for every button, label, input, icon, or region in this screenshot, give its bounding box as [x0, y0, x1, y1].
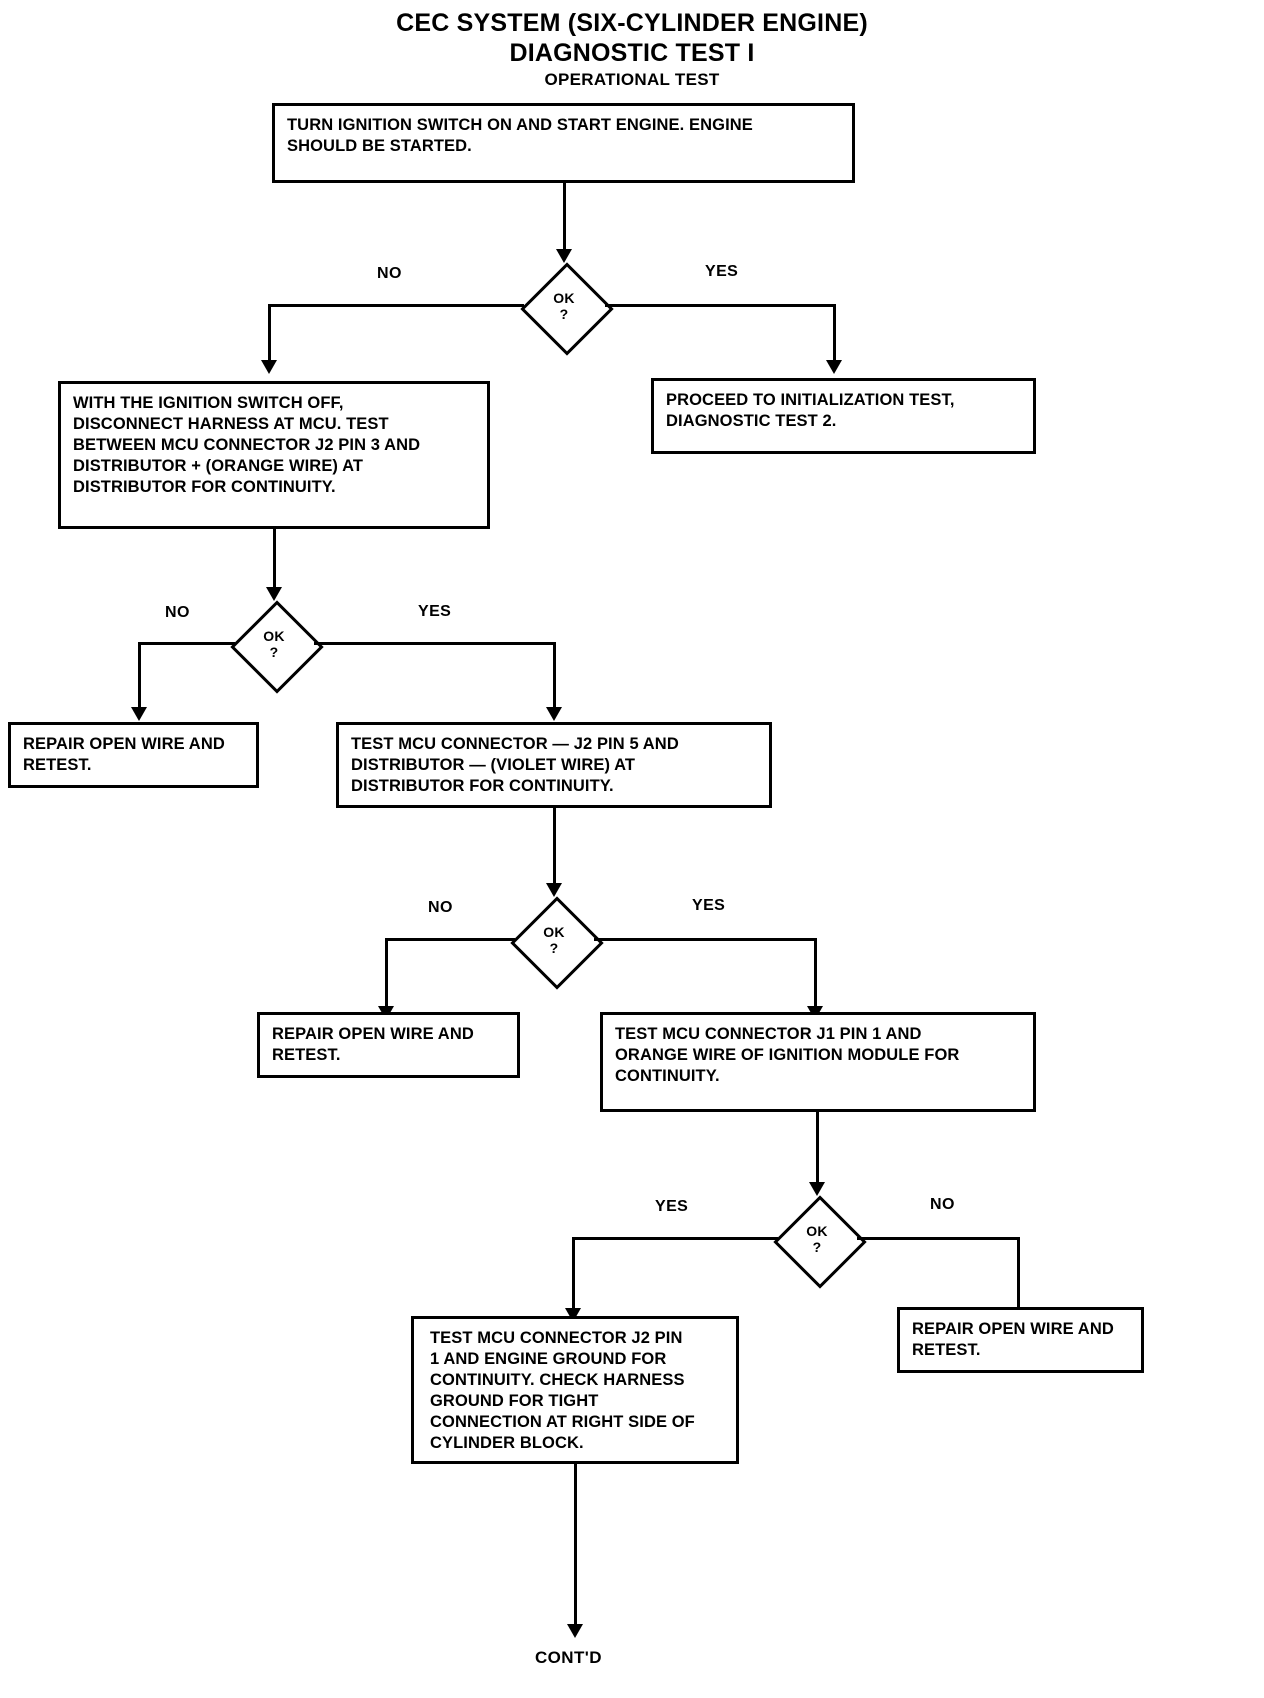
decision-diamond-1: OK ? — [520, 262, 614, 356]
connector-n7-d4 — [816, 1112, 819, 1186]
diamond-label-question: ? — [269, 644, 279, 660]
edge-label-d4-no: NO — [930, 1196, 955, 1213]
connector-n2-d2 — [273, 529, 276, 591]
connector-d2-yes-vertical — [553, 642, 556, 711]
process-box-repair-open-wire-2: REPAIR OPEN WIRE AND RETEST. — [257, 1012, 520, 1078]
diamond-text: OK ? — [231, 601, 317, 687]
connector-d4-no-vertical — [1017, 1237, 1020, 1312]
connector-n1-d1 — [563, 183, 566, 253]
page-title-line-2: DIAGNOSTIC TEST I — [509, 39, 755, 67]
process-box-proceed-to-initialization-test: PROCEED TO INITIALIZATION TEST, DIAGNOST… — [651, 378, 1036, 454]
arrowhead-n2-d2 — [266, 587, 282, 601]
diamond-text: OK ? — [774, 1196, 860, 1282]
diamond-label-question: ? — [559, 306, 569, 322]
diamond-label-ok: OK — [806, 1223, 828, 1239]
diamond-label-ok: OK — [543, 924, 565, 940]
diamond-label-question: ? — [812, 1239, 822, 1255]
connector-d4-yes-horizontal — [572, 1237, 778, 1240]
diamond-text: OK ? — [511, 897, 597, 983]
arrowhead-n1-d1 — [556, 249, 572, 263]
arrowhead-n7-d4 — [809, 1182, 825, 1196]
connector-d1-yes-vertical — [833, 304, 836, 364]
edge-label-d2-no: NO — [165, 604, 190, 621]
diamond-text: OK ? — [521, 263, 607, 349]
edge-label-d2-yes: YES — [418, 603, 452, 620]
decision-diamond-2: OK ? — [230, 600, 324, 694]
diamond-label-question: ? — [549, 940, 559, 956]
connector-d3-no-horizontal — [385, 938, 515, 941]
arrowhead-d2-no — [131, 707, 147, 721]
edge-label-d3-yes: YES — [692, 897, 726, 914]
process-box-test-j2-pin1-engine-ground: TEST MCU CONNECTOR J2 PIN 1 AND ENGINE G… — [411, 1316, 739, 1464]
diamond-label-ok: OK — [553, 290, 575, 306]
connector-d3-no-vertical — [385, 938, 388, 1010]
connector-d2-no-vertical — [138, 642, 141, 711]
decision-diamond-4: OK ? — [773, 1195, 867, 1289]
edge-label-d3-no: NO — [428, 899, 453, 916]
process-box-repair-open-wire-3: REPAIR OPEN WIRE AND RETEST. — [897, 1307, 1144, 1373]
diamond-label-ok: OK — [263, 628, 285, 644]
connector-d1-no-horizontal — [268, 304, 524, 307]
connector-d3-yes-horizontal — [594, 938, 817, 941]
edge-label-d1-no: NO — [377, 265, 402, 282]
arrowhead-d1-no — [261, 360, 277, 374]
connector-d1-yes-horizontal — [605, 304, 836, 307]
arrowhead-n8-contd — [567, 1624, 583, 1638]
page-title-line-1: CEC SYSTEM (SIX-CYLINDER ENGINE) — [396, 9, 868, 37]
decision-diamond-3: OK ? — [510, 896, 604, 990]
edge-label-d4-yes: YES — [655, 1198, 689, 1215]
process-box-turn-ignition-switch: TURN IGNITION SWITCH ON AND START ENGINE… — [272, 103, 855, 183]
arrowhead-n5-d3 — [546, 883, 562, 897]
arrowhead-d2-yes — [546, 707, 562, 721]
page-subtitle: OPERATIONAL TEST — [544, 70, 720, 89]
connector-d3-yes-vertical — [814, 938, 817, 1010]
connector-n5-d3 — [553, 808, 556, 887]
process-box-ignition-off-disconnect-harness: WITH THE IGNITION SWITCH OFF, DISCONNECT… — [58, 381, 490, 529]
edge-label-d1-yes: YES — [705, 263, 739, 280]
connector-d4-no-horizontal — [857, 1237, 1020, 1240]
process-box-repair-open-wire-1: REPAIR OPEN WIRE AND RETEST. — [8, 722, 259, 788]
connector-d1-no-vertical — [268, 304, 271, 364]
connector-d2-no-horizontal — [138, 642, 235, 645]
process-box-test-j2-pin5-violet-wire: TEST MCU CONNECTOR — J2 PIN 5 AND DISTRI… — [336, 722, 772, 808]
connector-n8-contd — [574, 1464, 577, 1628]
connector-d4-yes-vertical — [572, 1237, 575, 1312]
connector-d2-yes-horizontal — [314, 642, 556, 645]
arrowhead-d1-yes — [826, 360, 842, 374]
terminator-label-contd: CONT'D — [535, 1648, 602, 1667]
process-box-test-j1-pin1-ignition-module: TEST MCU CONNECTOR J1 PIN 1 AND ORANGE W… — [600, 1012, 1036, 1112]
